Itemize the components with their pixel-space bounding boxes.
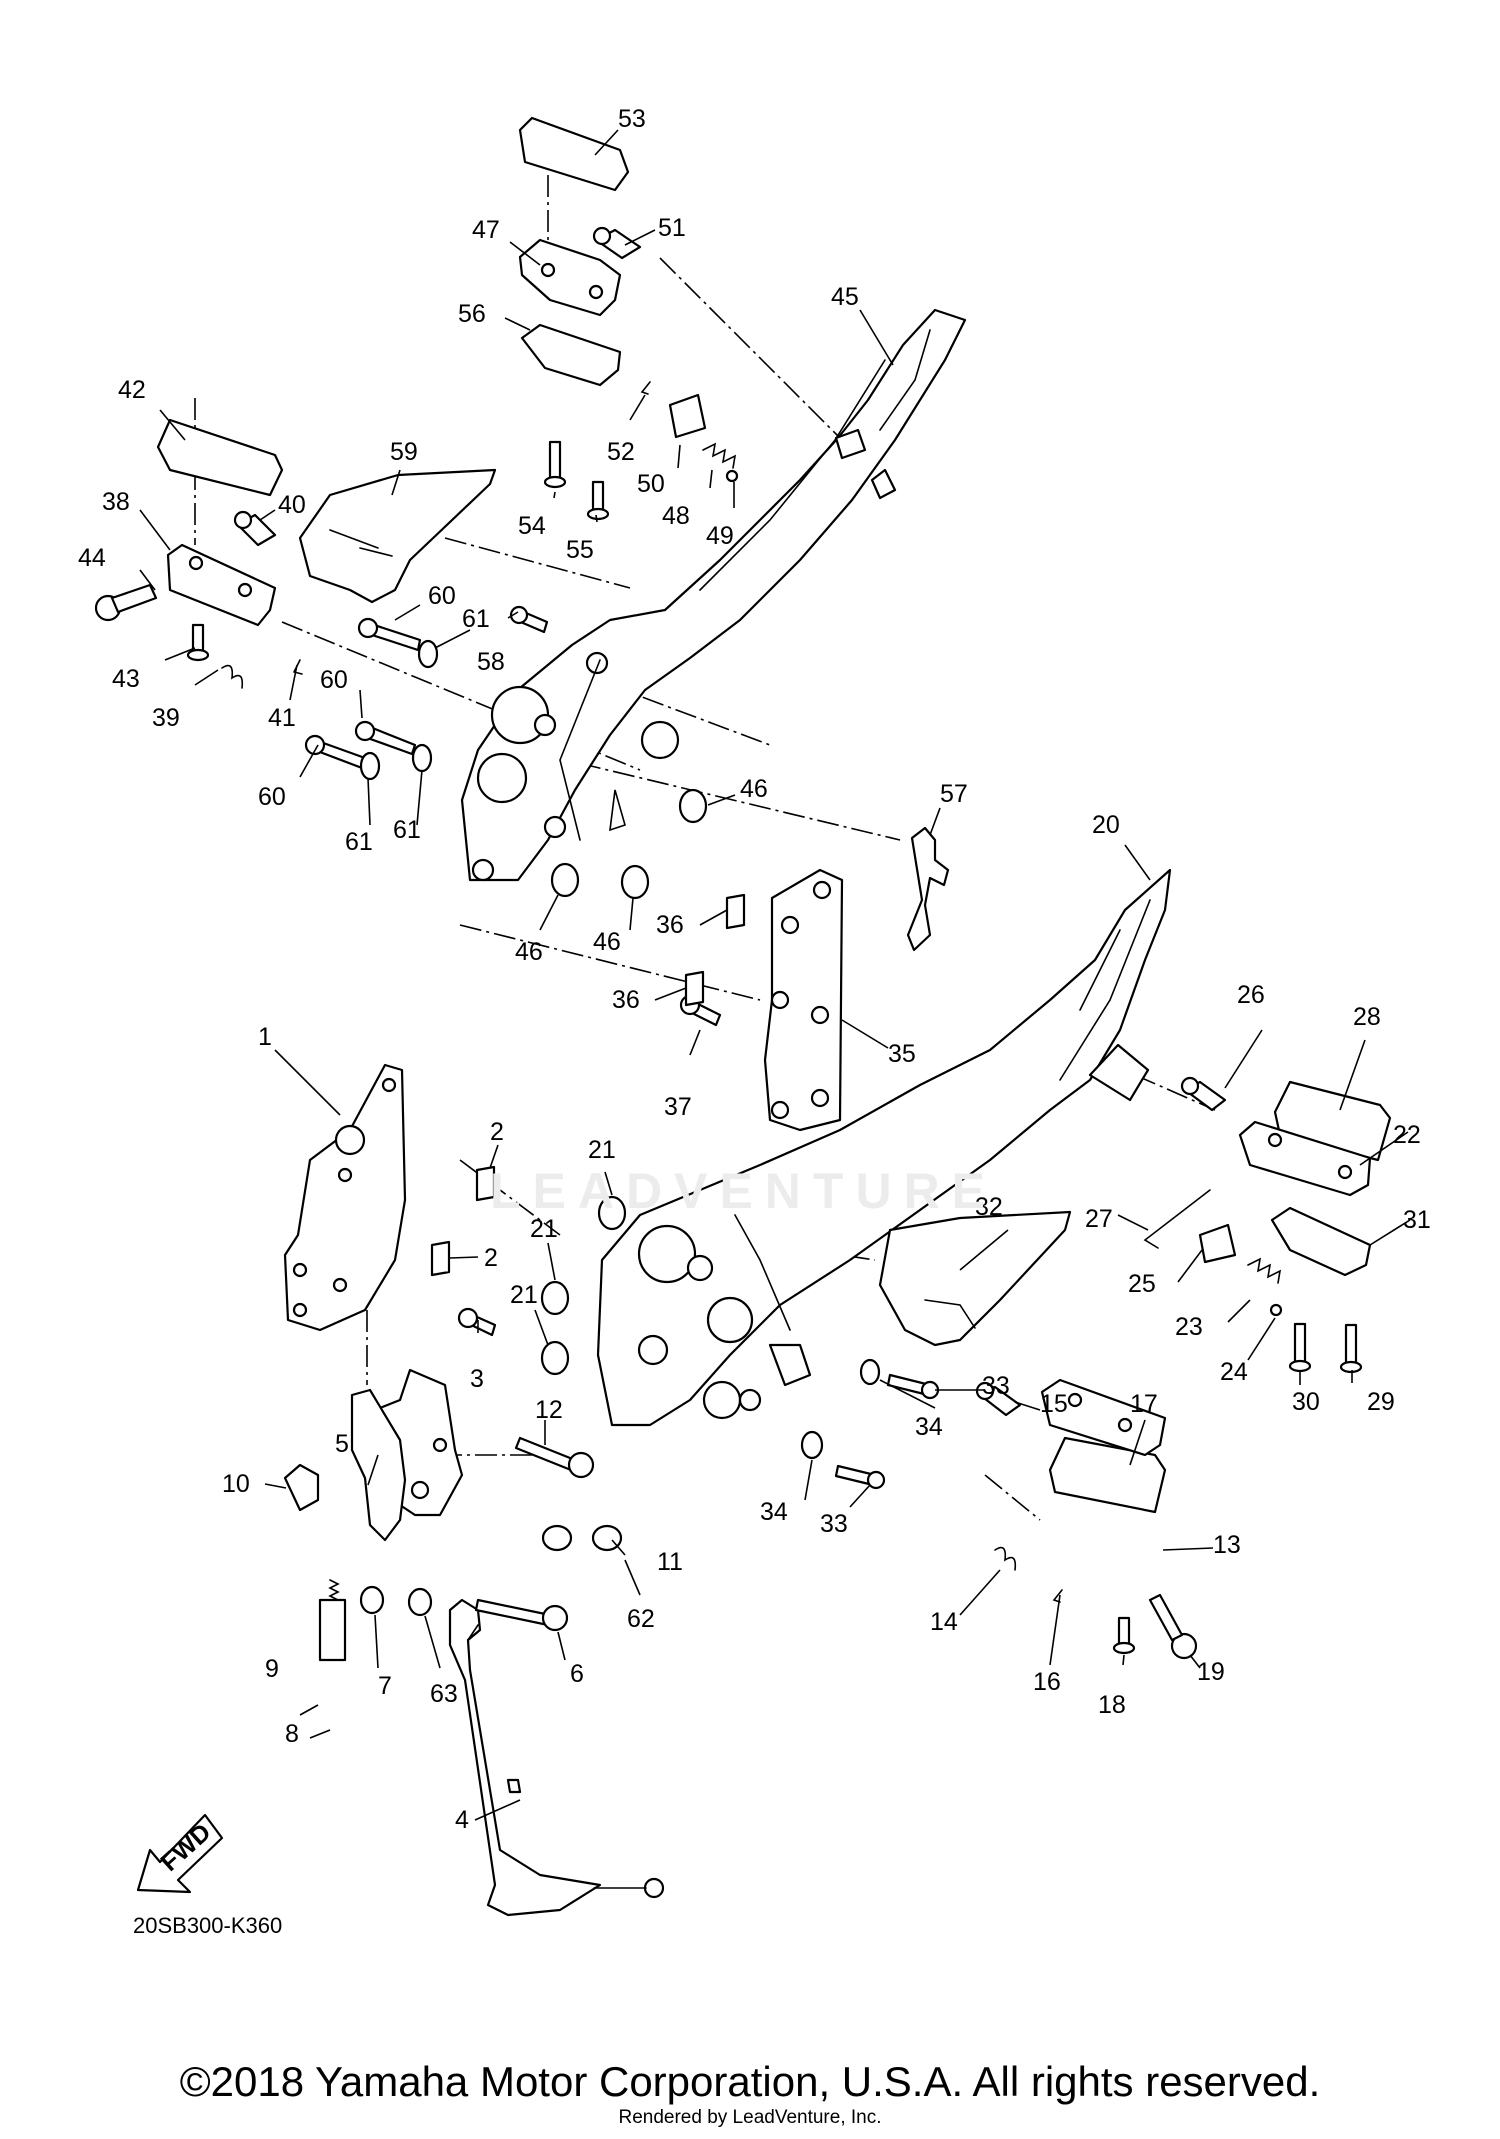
callout-59: 59 xyxy=(390,438,418,466)
callout-40: 40 xyxy=(278,491,306,519)
callout-46a: 46 xyxy=(740,775,768,803)
rendered-by-credit: Rendered by LeadVenture, Inc. xyxy=(618,2107,882,2128)
fwd-arrow: FWD xyxy=(136,1813,224,1894)
callout-58: 58 xyxy=(477,648,505,676)
callout-24: 24 xyxy=(1220,1358,1248,1386)
callout-32: 32 xyxy=(975,1193,1003,1221)
callout-62: 62 xyxy=(627,1605,655,1633)
callout-29: 29 xyxy=(1367,1388,1395,1416)
lower-footrest-bracket xyxy=(596,868,1172,1427)
bracket-plate-35 xyxy=(763,868,844,1132)
callout-15: 15 xyxy=(1040,1390,1068,1418)
callout-63: 63 xyxy=(430,1680,458,1708)
callout-26: 26 xyxy=(1237,981,1265,1009)
callout-46b: 46 xyxy=(515,938,543,966)
callout-11: 11 xyxy=(657,1548,683,1576)
callout-52: 52 xyxy=(607,438,635,466)
copyright-notice: ©2018 Yamaha Motor Corporation, U.S.A. A… xyxy=(179,2058,1321,2105)
callout-12: 12 xyxy=(535,1396,563,1424)
callout-38: 38 xyxy=(102,488,130,516)
callout-50: 50 xyxy=(637,470,665,498)
callout-1: 1 xyxy=(258,1023,272,1051)
footpeg-bodies xyxy=(166,238,1372,1457)
callout-labels: 53 51 47 56 45 52 50 48 49 54 55 42 59 4… xyxy=(78,105,1431,1834)
callout-55: 55 xyxy=(566,536,594,564)
callout-34b: 34 xyxy=(760,1498,788,1526)
callout-30: 30 xyxy=(1292,1388,1320,1416)
callout-31: 31 xyxy=(1403,1206,1431,1234)
callout-2b: 2 xyxy=(484,1244,498,1272)
callout-10: 10 xyxy=(222,1470,250,1498)
callout-39: 39 xyxy=(152,704,180,732)
callout-28: 28 xyxy=(1353,1003,1381,1031)
side-stand xyxy=(283,1368,665,1917)
callout-34a: 34 xyxy=(915,1413,943,1441)
callout-61c: 61 xyxy=(393,816,421,844)
callout-61a: 61 xyxy=(462,605,490,633)
callout-33a: 33 xyxy=(982,1372,1010,1400)
diagram-code: 20SB300-K360 xyxy=(133,1913,283,1938)
callout-13: 13 xyxy=(1213,1531,1241,1559)
callout-35: 35 xyxy=(888,1040,916,1068)
callout-20: 20 xyxy=(1092,811,1120,839)
callout-53: 53 xyxy=(618,105,646,133)
callout-22: 22 xyxy=(1393,1121,1421,1149)
callout-51: 51 xyxy=(658,214,686,242)
heel-guard-upper xyxy=(298,468,497,604)
watermark: LEADVENTURE xyxy=(490,1163,998,1219)
callout-25: 25 xyxy=(1128,1270,1156,1298)
callout-6: 6 xyxy=(570,1660,584,1688)
callout-57: 57 xyxy=(940,780,968,808)
callout-23: 23 xyxy=(1175,1313,1203,1341)
callout-60c: 60 xyxy=(258,783,286,811)
callout-21b: 21 xyxy=(530,1215,558,1243)
callout-48: 48 xyxy=(662,502,690,530)
callout-9: 9 xyxy=(265,1655,279,1683)
callout-leaders xyxy=(139,129,1411,1821)
heel-guard-lower xyxy=(878,1210,1072,1347)
callout-42: 42 xyxy=(118,376,146,404)
callout-49: 49 xyxy=(706,522,734,550)
upper-footrest-bracket xyxy=(460,308,967,882)
callout-60b: 60 xyxy=(320,666,348,694)
callout-27: 27 xyxy=(1085,1205,1113,1233)
callout-21c: 21 xyxy=(510,1281,538,1309)
callout-19: 19 xyxy=(1197,1658,1225,1686)
callout-47: 47 xyxy=(472,216,500,244)
callout-33b: 33 xyxy=(820,1510,848,1538)
side-plate-1 xyxy=(283,1063,407,1332)
fasteners xyxy=(94,226,1363,1660)
callout-37: 37 xyxy=(664,1093,692,1121)
bracket-57 xyxy=(906,826,950,952)
callout-16: 16 xyxy=(1033,1668,1061,1696)
callout-43: 43 xyxy=(112,665,140,693)
callout-36a: 36 xyxy=(656,911,684,939)
callout-4: 4 xyxy=(455,1806,469,1834)
callout-44: 44 xyxy=(78,544,106,572)
callout-60a: 60 xyxy=(428,582,456,610)
callout-17: 17 xyxy=(1130,1390,1158,1418)
callout-54: 54 xyxy=(518,512,546,540)
callout-45: 45 xyxy=(831,283,859,311)
callout-2a: 2 xyxy=(490,1118,504,1146)
callout-14: 14 xyxy=(930,1608,958,1636)
callout-18: 18 xyxy=(1098,1691,1126,1719)
callout-36b: 36 xyxy=(612,986,640,1014)
callout-56: 56 xyxy=(458,300,486,328)
callout-61b: 61 xyxy=(345,828,373,856)
callout-7: 7 xyxy=(378,1672,392,1700)
callout-41: 41 xyxy=(268,704,296,732)
callout-5: 5 xyxy=(335,1430,349,1458)
callout-46c: 46 xyxy=(593,928,621,956)
callout-3: 3 xyxy=(470,1365,484,1393)
callout-8: 8 xyxy=(285,1720,299,1748)
callout-21a: 21 xyxy=(588,1136,616,1164)
